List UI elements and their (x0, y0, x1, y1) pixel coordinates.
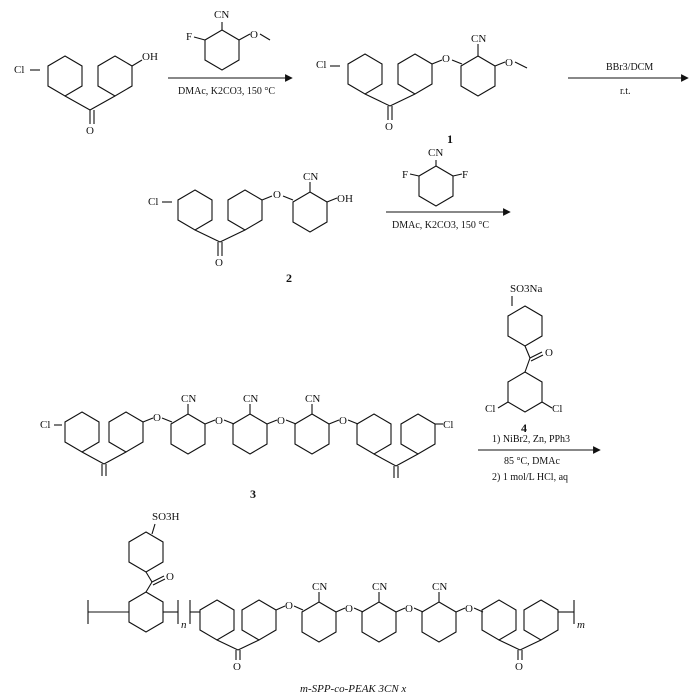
c3-cn3-label: CN (305, 393, 320, 405)
poly-keto-o3-label: O (515, 661, 523, 673)
poly-n-label: n (181, 619, 187, 631)
c1-ome-label: O (505, 57, 513, 69)
c4-cl1-label: Cl (485, 403, 495, 415)
cl-label: Cl (14, 64, 24, 76)
c3-o1-label: O (153, 412, 161, 424)
reagent-cn-label: CN (214, 9, 229, 21)
c3-o2-label: O (215, 415, 223, 427)
step2-conditions: r.t. (620, 86, 631, 97)
compound-3: Cl O CN O CN O CN O Cl 3 (40, 393, 453, 501)
benzene-ring-a (47, 55, 83, 97)
step1-conditions: DMAc, K2CO3, 150 °C (178, 86, 275, 97)
c3-o4-label: O (339, 415, 347, 427)
reagent-difluorobenzonitrile: CN F F (402, 147, 468, 207)
r3-f1-label: F (402, 169, 408, 181)
r3-cn-label: CN (428, 147, 443, 159)
c2-cn-label: CN (303, 171, 318, 183)
benzene-ring-b (97, 55, 133, 97)
c4-o-label: O (545, 347, 553, 359)
poly-cn1-label: CN (312, 581, 327, 593)
poly-cn3-label: CN (432, 581, 447, 593)
c3-cn1-label: CN (181, 393, 196, 405)
c1-cl-label: Cl (316, 59, 326, 71)
c3-cl1-label: Cl (40, 419, 50, 431)
poly-m-label: m (577, 619, 585, 631)
step3-conditions: DMAc, K2CO3, 150 °C (392, 220, 489, 231)
reagent-fluoro-methoxybenzonitrile: CN F O (186, 9, 271, 71)
compound-2: Cl O O CN OH 2 (148, 171, 353, 285)
poly-o3-label: O (405, 603, 413, 615)
poly-so3h-label: SO3H (152, 511, 180, 523)
c1-cn-label: CN (471, 33, 486, 45)
step4-line3: 2) 1 mol/L HCl, aq (492, 472, 568, 483)
poly-o4-label: O (465, 603, 473, 615)
r3-f2-label: F (462, 169, 468, 181)
c2-oh-label: OH (337, 193, 353, 205)
c4-cl2-label: Cl (552, 403, 562, 415)
c3-cn2-label: CN (243, 393, 258, 405)
reagent-o-label: O (250, 29, 258, 41)
step4-line2: 85 °C, DMAc (504, 456, 561, 467)
c2-ether-o-label: O (273, 189, 281, 201)
starting-material-chlorohydroxybenzophenone: Cl O OH (14, 51, 158, 137)
c2-keto-o-label: O (215, 257, 223, 269)
compound-4-number: 4 (521, 421, 527, 435)
c1-keto-o-label: O (385, 121, 393, 133)
polymer-name: m-SPP-co-PEAK 3CN x (300, 683, 406, 695)
compound-1: Cl O O CN O 1 (316, 33, 528, 146)
step4-line1: 1) NiBr2, Zn, PPh3 (492, 434, 570, 445)
compound-1-number: 1 (447, 132, 453, 146)
compound-4: SO3Na O Cl Cl 4 (485, 283, 562, 435)
keto-o-label: O (86, 125, 94, 137)
poly-o1-label: O (285, 600, 293, 612)
c4-so3na-label: SO3Na (510, 283, 543, 295)
c3-o3-label: O (277, 415, 285, 427)
compound-3-number: 3 (250, 487, 256, 501)
poly-cn2-label: CN (372, 581, 387, 593)
c2-cl-label: Cl (148, 196, 158, 208)
oh-label: OH (142, 51, 158, 63)
poly-keto-o2-label: O (233, 661, 241, 673)
poly-keto-o1-label: O (166, 571, 174, 583)
compound-2-number: 2 (286, 271, 292, 285)
step2-reagent: BBr3/DCM (606, 62, 653, 73)
polymer-structure: SO3H O n O O CN O CN O (87, 511, 585, 673)
poly-o2-label: O (345, 603, 353, 615)
reagent-f-label: F (186, 31, 192, 43)
c3-cl2-label: Cl (443, 419, 453, 431)
c1-ether-o-label: O (442, 53, 450, 65)
